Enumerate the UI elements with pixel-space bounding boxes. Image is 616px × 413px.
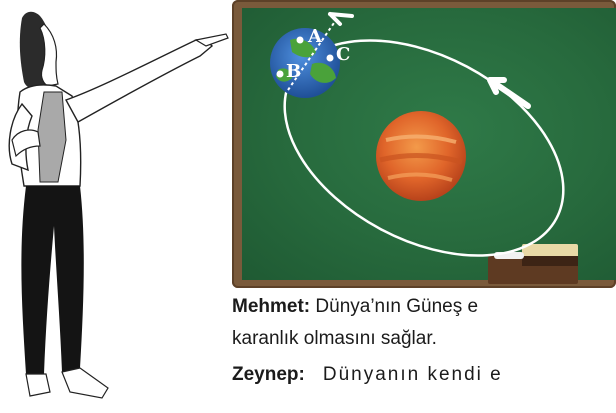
statement-text: Dünyanın kendi e xyxy=(322,364,503,385)
statements: Mehmet: Dünya’nın Güneş e karanlık olmas… xyxy=(232,292,616,413)
orbit-direction-arrow xyxy=(487,77,531,109)
label-a: A xyxy=(307,26,323,47)
label-b: B xyxy=(286,61,301,82)
orbit-diagram: A B C xyxy=(270,12,565,257)
sun xyxy=(376,111,466,201)
point-a xyxy=(296,36,304,44)
statement-zeynep: Zeynep: Dünyanın kendi e xyxy=(232,364,503,386)
statement-text: karanlık olmasını sağlar. xyxy=(232,328,437,349)
eraser xyxy=(522,244,578,258)
statement-mehmet: Mehmet: Dünya’nın Güneş e xyxy=(232,296,478,318)
speaker-name: Mehmet: xyxy=(232,296,311,317)
statement-text: Dünya’nın Güneş e xyxy=(315,296,479,317)
eraser-base xyxy=(522,256,578,266)
speaker-name: Zeynep: xyxy=(232,364,305,385)
point-b xyxy=(276,70,284,78)
teacher-figure xyxy=(8,11,229,399)
chalk-piece xyxy=(494,252,524,259)
earth xyxy=(270,12,354,98)
point-c xyxy=(326,54,334,62)
statement-mehmet-cont: karanlık olmasını sağlar. xyxy=(232,328,437,350)
label-c: C xyxy=(336,44,350,65)
